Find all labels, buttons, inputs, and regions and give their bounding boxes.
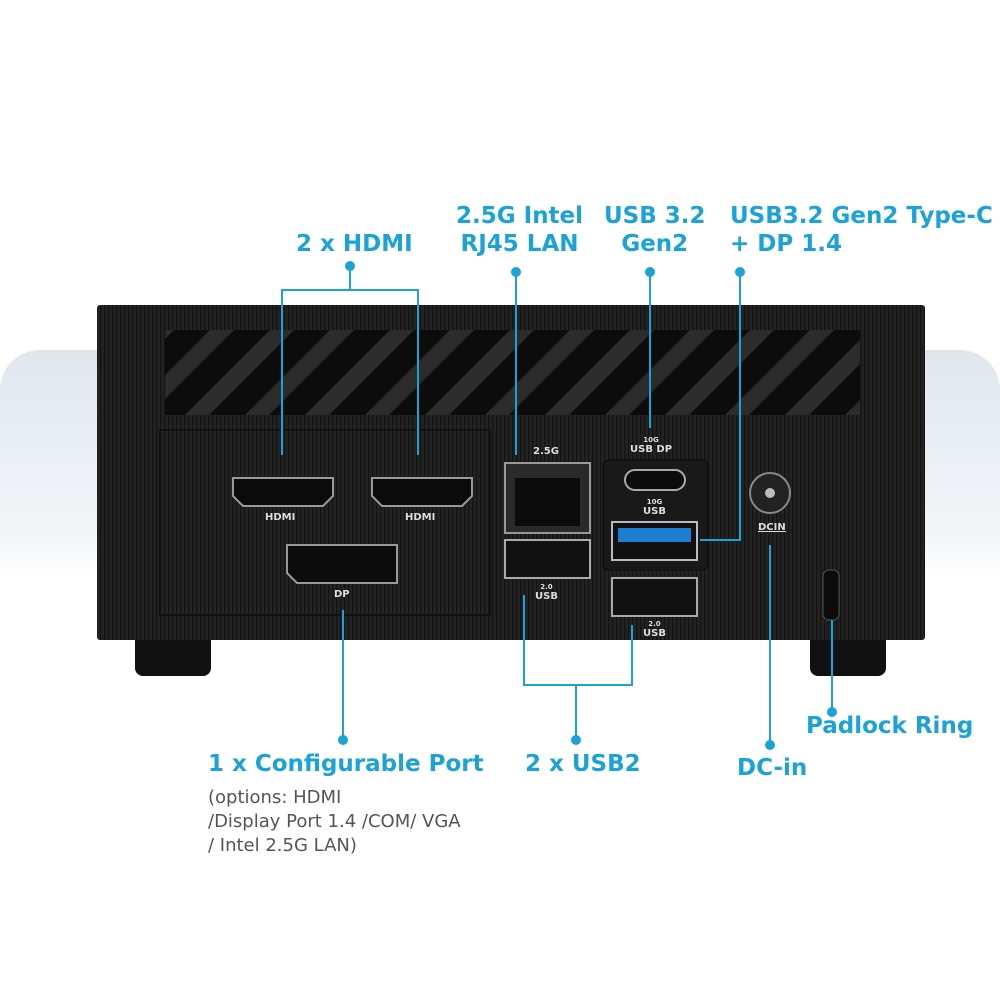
- dp-port: [286, 544, 398, 584]
- callout-padlock: Padlock Ring: [806, 713, 974, 739]
- callout-hdmi: 2 x HDMI: [296, 231, 413, 257]
- callout-config: 1 x Configurable Port: [208, 751, 484, 777]
- callout-dots: [338, 261, 837, 750]
- lan-label: 2.5G: [533, 446, 559, 457]
- hdmi-label-1: HDMI: [265, 512, 296, 523]
- typec-port: [624, 469, 686, 491]
- vent-grille: [165, 330, 860, 415]
- callout-typec: USB3.2 Gen2 Type-C+ DP 1.4: [730, 203, 993, 257]
- dcin-label: DCIN: [758, 522, 786, 533]
- callout-dcin: DC-in: [737, 755, 808, 781]
- config-note: (options: HDMI/Display Port 1.4 /COM/ VG…: [208, 787, 461, 856]
- callout-usb2: 2 x USB2: [525, 751, 641, 777]
- usb2-port-2: [611, 577, 698, 617]
- hdmi-port-1: [232, 477, 334, 507]
- usb2-port-1: [504, 539, 591, 579]
- hdmi-label-2: HDMI: [405, 512, 436, 523]
- hdmi-port-2: [371, 477, 473, 507]
- foot-right: [810, 630, 886, 676]
- padlock-ring: [822, 569, 840, 621]
- dp-label: DP: [334, 589, 350, 600]
- config-panel: [159, 429, 491, 616]
- foot-left: [135, 630, 211, 676]
